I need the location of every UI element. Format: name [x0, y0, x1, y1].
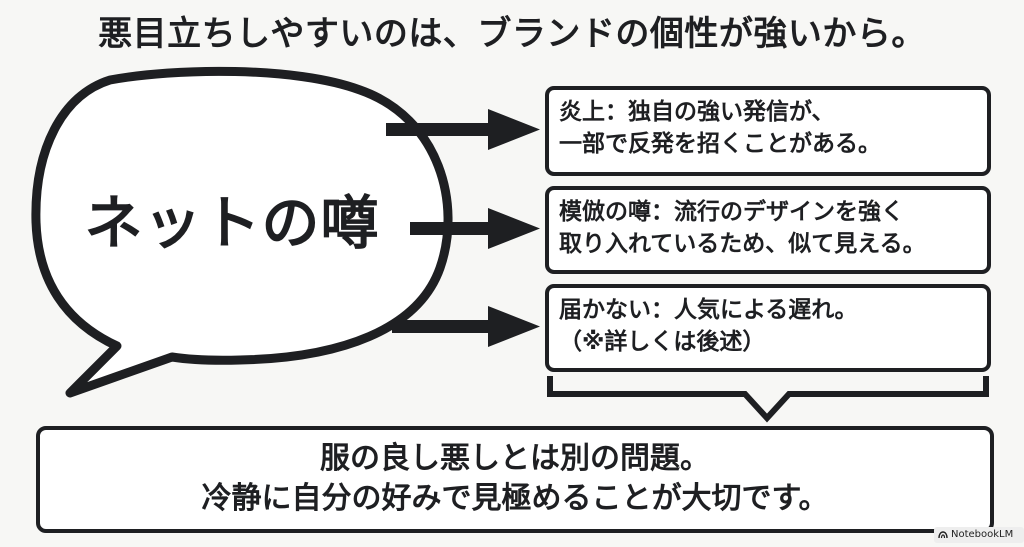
- arrow-2: [410, 208, 540, 249]
- watermark: NotebookLM: [934, 527, 1024, 543]
- speech-bubble: [31, 66, 453, 398]
- conclusion-box: 服の良し悪しとは別の問題。 冷静に自分の好みで見極めることが大切です。: [36, 426, 994, 533]
- conclusion-line: 服の良し悪しとは別の問題。: [320, 441, 710, 476]
- info-box-line: 炎上：独自の強い発信が、: [559, 99, 835, 125]
- info-box-flaming: 炎上：独自の強い発信が、 一部で反発を招くことがある。: [545, 86, 991, 176]
- info-box-imitation: 模倣の噂：流行のデザインを強く 取り入れているため、似て見える。: [545, 186, 991, 274]
- info-box-line: 取り入れているため、似て見える。: [559, 231, 926, 257]
- watermark-text: NotebookLM: [951, 529, 1014, 540]
- info-box-delivery: 届かない：人気による遅れ。 （※詳しくは後述）: [545, 284, 991, 372]
- arrow-3: [392, 306, 540, 347]
- info-box-line: （※詳しくは後述）: [559, 329, 766, 355]
- notebooklm-logo-icon: [938, 531, 948, 539]
- conclusion-line: 冷静に自分の好みで見極めることが大切です。: [201, 481, 829, 516]
- info-box-line: 一部で反発を招くことがある。: [559, 131, 881, 157]
- bubble-label: ネットの噂: [84, 189, 380, 257]
- arrow-1: [386, 109, 540, 150]
- info-box-line: 模倣の噂：流行のデザインを強く: [559, 199, 904, 225]
- page-title: 悪目立ちしやすいのは、ブランドの個性が強いから。: [98, 14, 926, 54]
- info-box-line: 届かない：人気による遅れ。: [559, 297, 858, 323]
- summary-bracket: [547, 376, 989, 423]
